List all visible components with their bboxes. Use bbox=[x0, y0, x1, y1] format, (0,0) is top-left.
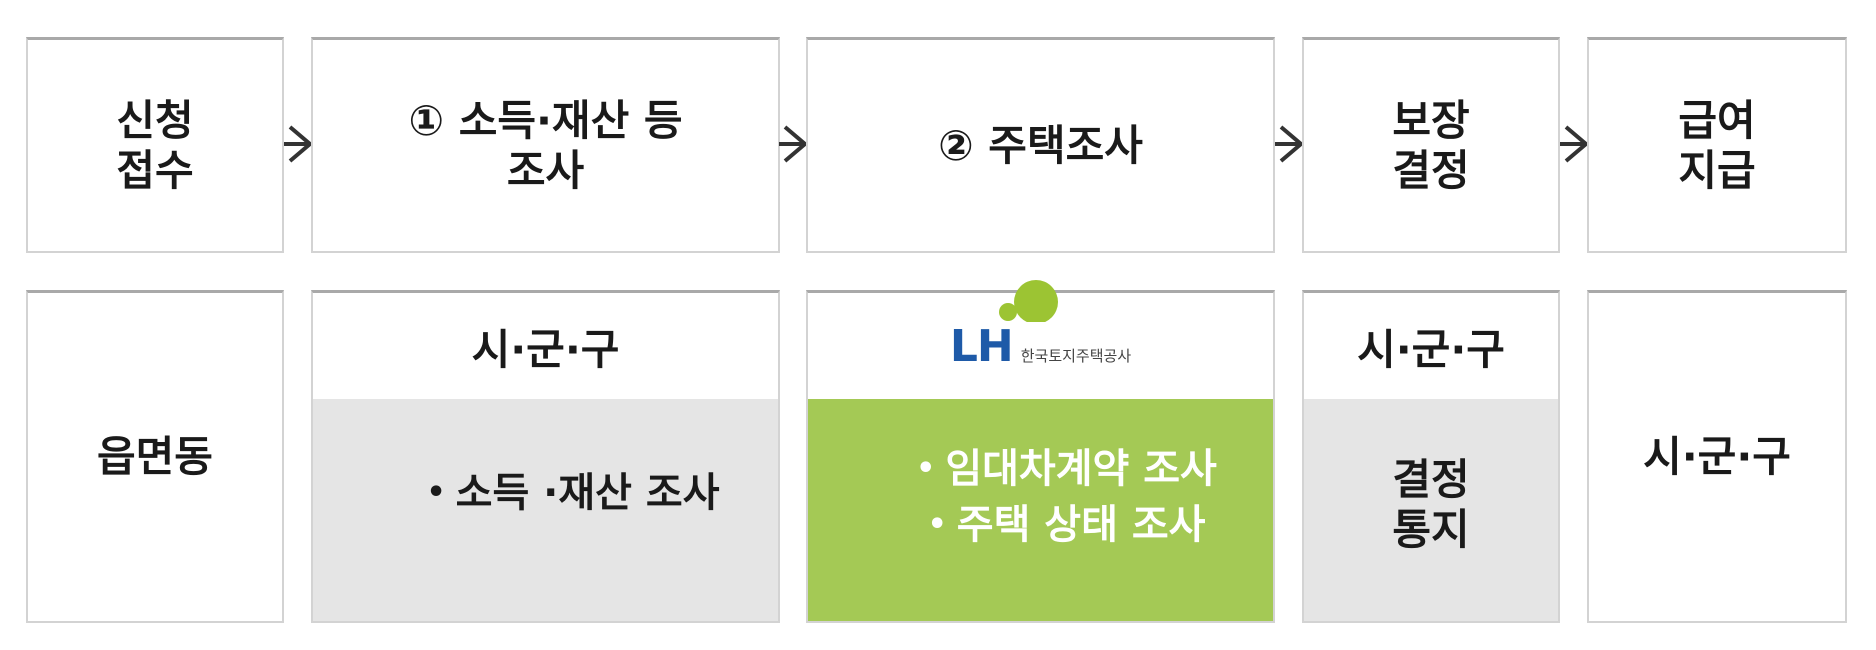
decision-body: 결정 통지 bbox=[1304, 399, 1558, 621]
step-label: 보장 결정 bbox=[1392, 95, 1470, 195]
task-item: • 주택 상태 조사 bbox=[860, 497, 1273, 553]
agency-reception: 읍면동 bbox=[26, 290, 284, 623]
agency-income: 시·군·구 • 소득 ·재산 조사 bbox=[311, 290, 780, 623]
arrow-right-icon bbox=[1558, 121, 1596, 167]
step-label: 신청 접수 bbox=[116, 95, 194, 195]
lh-mark: LH bbox=[949, 279, 1058, 372]
arrow-right-icon bbox=[777, 121, 815, 167]
lh-logo: LH 한국토지주택공사 bbox=[808, 279, 1273, 399]
decision-text: 결정 통지 bbox=[1392, 455, 1470, 554]
step-income-asset-survey: ① 소득·재산 등 조사 bbox=[311, 37, 780, 253]
agency-head: 시·군·구 bbox=[313, 293, 778, 399]
agency-decision: 시·군·구 결정 통지 bbox=[1302, 290, 1560, 623]
task-text: 임대차계약 조사 bbox=[945, 446, 1217, 492]
step-label: 급여 지급 bbox=[1678, 95, 1756, 195]
task-item: • 소득 ·재산 조사 bbox=[368, 465, 778, 521]
step-label: ① 소득·재산 등 조사 bbox=[408, 95, 683, 195]
arrow-right-icon bbox=[1273, 121, 1311, 167]
step-label: ② 주택조사 bbox=[938, 120, 1143, 170]
step-benefit-decision: 보장 결정 bbox=[1302, 37, 1560, 253]
arrow-right-icon bbox=[282, 121, 320, 167]
lh-name: 한국토지주택공사 bbox=[1020, 346, 1132, 365]
bullet-icon: • bbox=[426, 475, 446, 510]
step-application-reception: 신청 접수 bbox=[26, 37, 284, 253]
agency-payment: 시·군·구 bbox=[1587, 290, 1847, 623]
step-benefit-payment: 급여 지급 bbox=[1587, 37, 1847, 253]
agency-label: 읍면동 bbox=[97, 432, 213, 481]
agency-head: 시·군·구 bbox=[1304, 293, 1558, 399]
lh-logo-group: LH 한국토지주택공사 bbox=[949, 279, 1132, 372]
lh-letters: LH bbox=[949, 320, 1014, 372]
agency-housing: LH 한국토지주택공사 • 임대차계약 조사 • 주택 상태 조사 bbox=[806, 279, 1275, 623]
bullet-icon: • bbox=[916, 451, 936, 486]
task-text: 소득 ·재산 조사 bbox=[455, 470, 720, 516]
lh-leaf-icon bbox=[998, 279, 1058, 322]
agency-label: 시·군·구 bbox=[1643, 432, 1791, 481]
task-item: • 임대차계약 조사 bbox=[860, 441, 1273, 497]
step-housing-survey: ② 주택조사 bbox=[806, 37, 1275, 253]
task-text: 주택 상태 조사 bbox=[956, 502, 1206, 548]
task-list: • 소득 ·재산 조사 bbox=[313, 399, 778, 621]
task-list: • 임대차계약 조사 • 주택 상태 조사 bbox=[808, 399, 1273, 621]
bullet-icon: • bbox=[927, 507, 947, 542]
